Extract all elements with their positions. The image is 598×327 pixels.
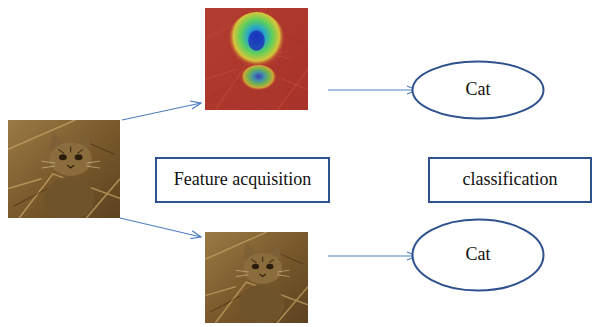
cat-photo	[8, 120, 120, 220]
heatmap-image	[205, 8, 308, 112]
cat-photo	[205, 232, 308, 325]
arrow	[122, 103, 201, 120]
step-label: Feature acquisition	[174, 169, 311, 191]
result-ellipse: Cat	[411, 218, 545, 292]
arrow	[328, 89, 417, 90]
arrow	[120, 218, 201, 237]
result-ellipse: Cat	[411, 60, 545, 120]
process-box: classification	[428, 157, 592, 203]
class-label: Cat	[466, 244, 491, 266]
process-box: Feature acquisition	[155, 157, 330, 203]
class-label: Cat	[466, 79, 491, 101]
step-label: classification	[463, 169, 558, 191]
arrow	[328, 255, 417, 256]
